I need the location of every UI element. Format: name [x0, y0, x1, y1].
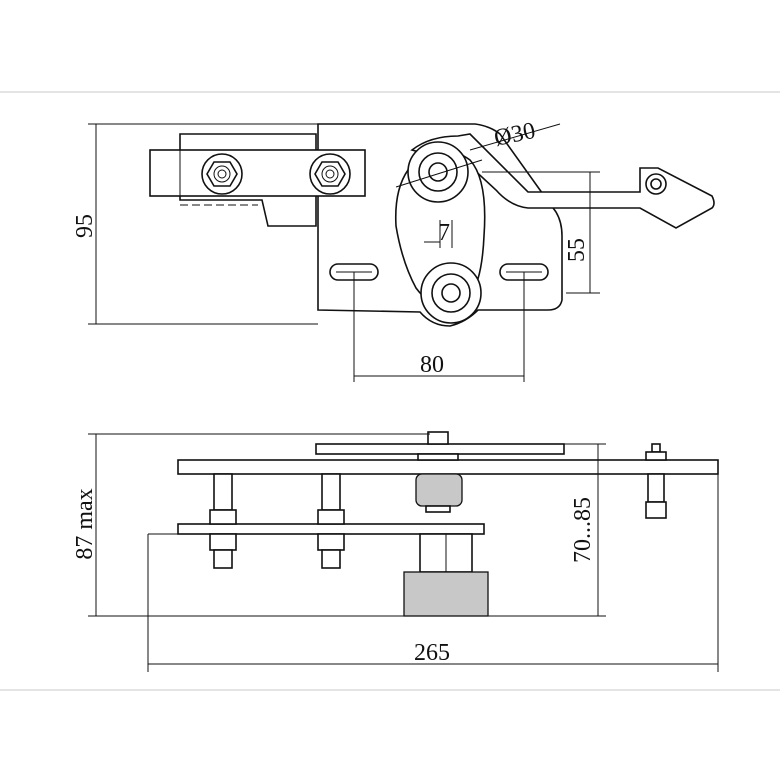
bolt-right — [317, 473, 345, 569]
lever-arm — [410, 133, 715, 229]
dim-7-label: 7 — [438, 220, 450, 246]
base-plate — [177, 523, 485, 535]
hex-nut-left — [201, 153, 243, 195]
pivot-upper — [407, 141, 469, 203]
dim-87max-label: 87 max — [72, 488, 98, 559]
pivot-tip — [645, 173, 667, 195]
center-line — [395, 159, 483, 188]
dim-55-label: 55 — [564, 238, 590, 262]
dim-265-label: 265 — [414, 640, 450, 666]
roller — [403, 533, 489, 617]
bolt-left — [209, 473, 237, 569]
dim-70-85-label: 70...85 — [570, 497, 596, 563]
top-bar — [177, 459, 719, 475]
dim-95-label: 95 — [72, 214, 98, 238]
pivot-lower — [420, 262, 482, 324]
pivot-assembly — [415, 431, 463, 513]
right-stud — [645, 443, 667, 519]
top-view: 95 Ø30 7 55 80 — [72, 118, 715, 382]
upper-plate — [315, 443, 565, 455]
hex-nut-right — [309, 153, 351, 195]
side-view: 87 max 70...85 265 — [72, 431, 719, 672]
dim-80-label: 80 — [420, 352, 444, 378]
